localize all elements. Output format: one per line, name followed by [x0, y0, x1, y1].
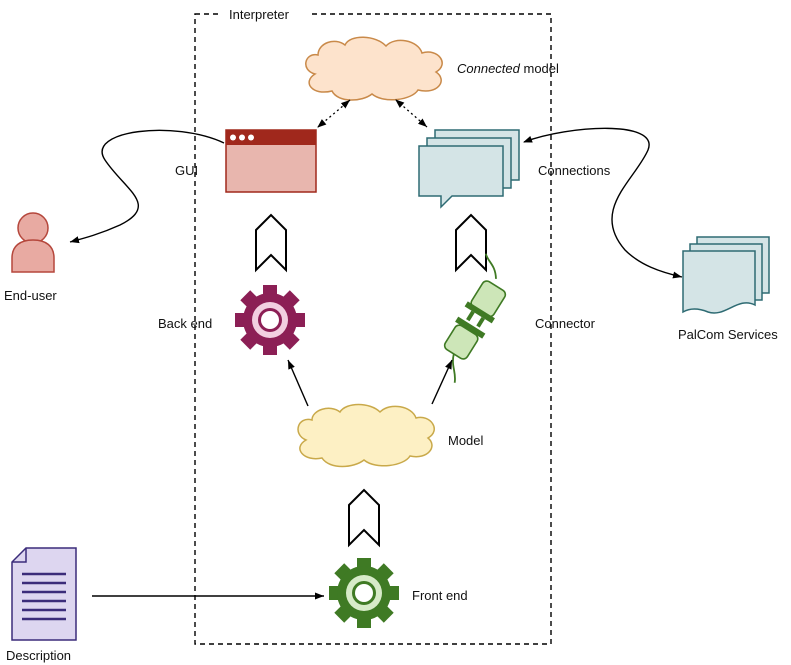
- back-end-label: Back end: [158, 316, 212, 331]
- end-user-label: End-user: [4, 288, 57, 303]
- chevron-gui-icon: [255, 213, 287, 273]
- gui-enduser-curve: [69, 129, 225, 244]
- palcom-label: PalCom Services: [678, 327, 778, 342]
- model-label: Model: [448, 433, 484, 448]
- gui-window-icon: [225, 129, 317, 193]
- dotted-arrow-conn-cloud: [395, 99, 428, 128]
- back-end-gear-icon: [235, 285, 305, 355]
- chevron-model-icon: [348, 488, 380, 548]
- front-end-label: Front end: [412, 588, 468, 603]
- chevron-connections-icon: [455, 213, 487, 273]
- model-cloud: [297, 403, 435, 468]
- model-cloud-shape: [297, 403, 435, 468]
- connected-model-label: Connected model: [457, 61, 559, 76]
- connector-plug-icon: [443, 253, 507, 383]
- description-label: Description: [6, 648, 71, 663]
- arrow-model-backend: [287, 359, 309, 407]
- front-end-gear-icon: [329, 558, 399, 628]
- arrow-model-connector: [431, 359, 453, 405]
- palcom-services-icon: [682, 236, 770, 314]
- interpreter-boundary: Interpreter: [194, 5, 552, 645]
- connector-label: Connector: [535, 316, 596, 331]
- description-document-icon: [11, 547, 77, 641]
- connections-icon: [418, 129, 520, 209]
- connections-label: Connections: [538, 163, 611, 178]
- end-user-icon: [11, 212, 55, 273]
- gui-label: GUI: [175, 163, 198, 178]
- connected-cloud-shape: [305, 36, 443, 101]
- connected-rest-text: model: [520, 61, 559, 76]
- connected-italic-text: Connected: [457, 61, 521, 76]
- connected-model-cloud: Connected model: [305, 36, 559, 101]
- interpreter-label: Interpreter: [229, 7, 290, 22]
- dotted-arrow-gui-cloud: [317, 99, 351, 128]
- connections-palcom-curve: [523, 127, 683, 279]
